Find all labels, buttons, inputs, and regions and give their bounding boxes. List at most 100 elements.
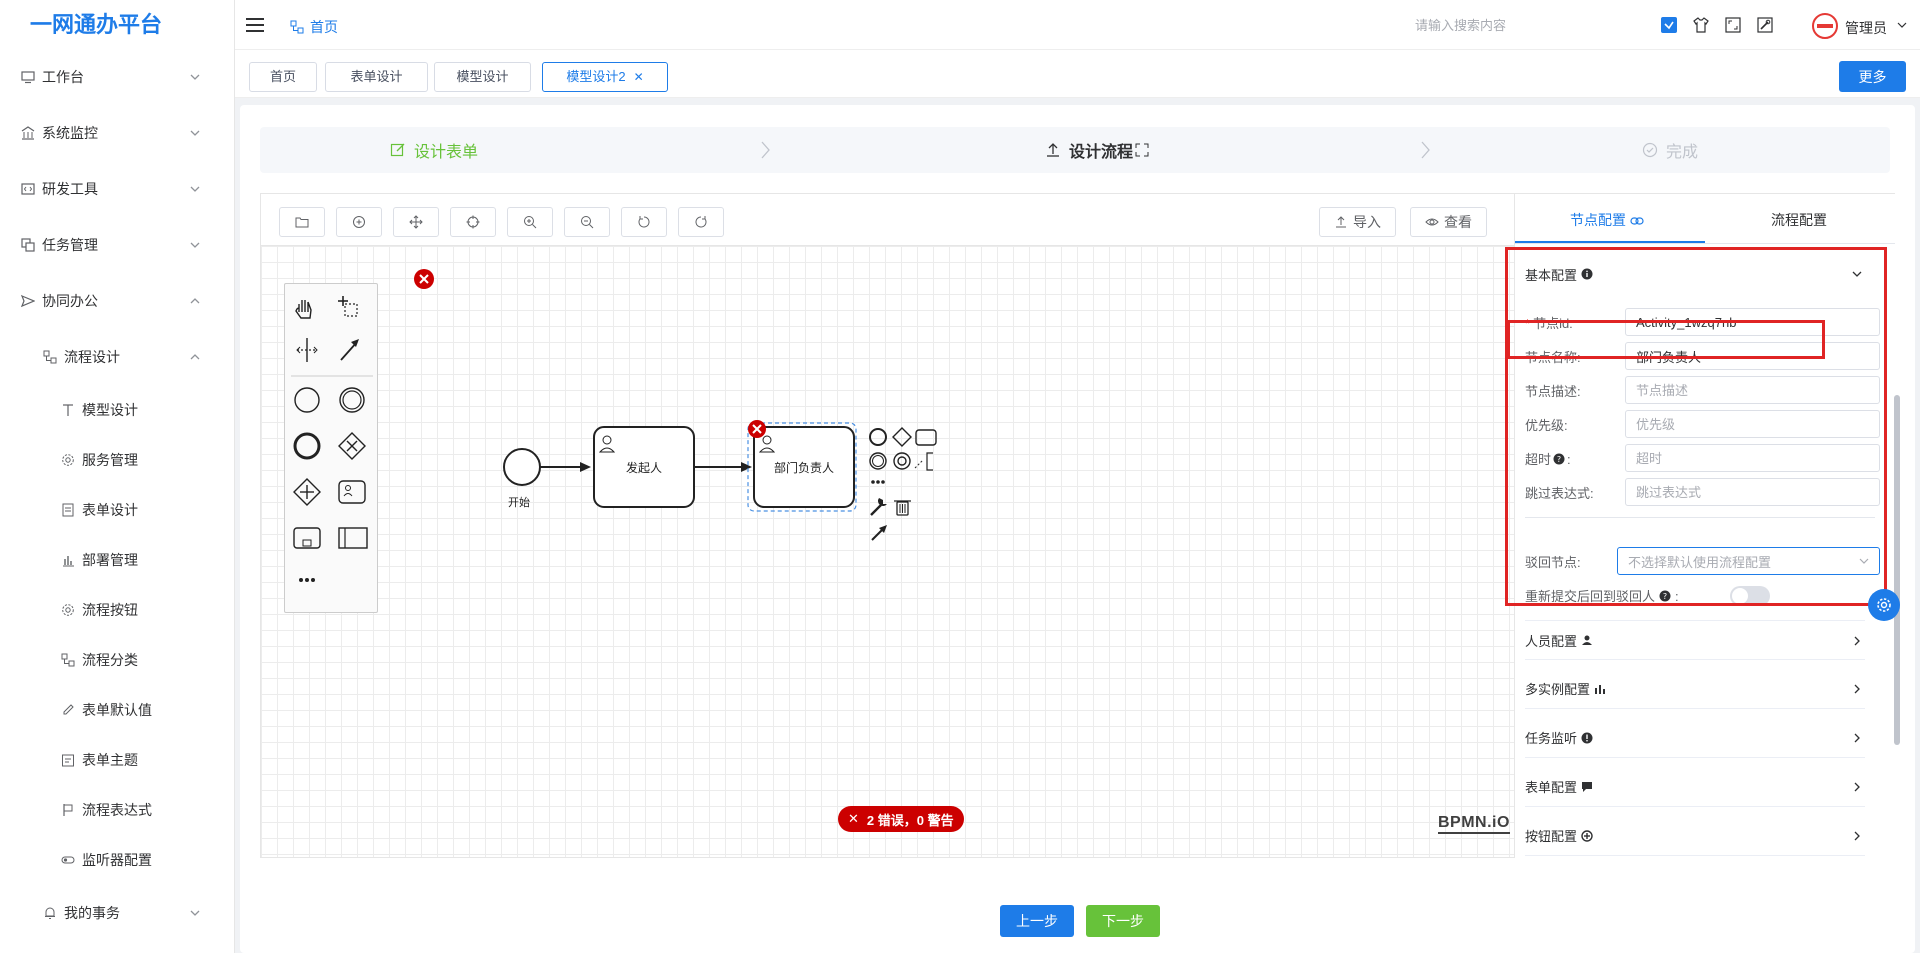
tools-icon[interactable] [1756, 16, 1774, 34]
error-marker-icon[interactable] [748, 420, 766, 438]
space-tool-icon[interactable] [296, 338, 318, 362]
node-name-label: 节点名称: [1525, 349, 1581, 365]
bpmn-io-logo[interactable]: BPMN.iO [1438, 814, 1510, 834]
sidebar-item-devtools[interactable]: 研发工具 [0, 169, 235, 209]
tag-home[interactable]: 首页 [249, 62, 317, 92]
text-annotation-icon[interactable] [914, 452, 933, 471]
reject-node-select[interactable]: 不选择默认使用流程配置 [1617, 547, 1880, 575]
tag-model-design[interactable]: 模型设计 [434, 62, 531, 92]
append-timer-icon[interactable] [893, 452, 911, 470]
close-icon[interactable]: ✕ [633, 70, 644, 84]
center-button[interactable] [450, 207, 496, 237]
sidebar-item-collab[interactable]: 协同办公 [0, 281, 235, 321]
node-id-input[interactable] [1625, 308, 1880, 336]
sidebar-item-service[interactable]: 服务管理 [0, 440, 235, 480]
hamburger-icon[interactable] [245, 15, 265, 35]
hand-tool-icon[interactable] [295, 300, 312, 319]
node-name-input[interactable] [1625, 342, 1880, 370]
checkbox-icon[interactable] [1660, 16, 1678, 34]
section-basic-config[interactable]: 基本配置 [1525, 254, 1865, 294]
move-button[interactable] [393, 207, 439, 237]
section-button-config[interactable]: 按钮配置 [1525, 816, 1865, 856]
user-name[interactable]: 管理员 [1845, 20, 1887, 36]
step-design-form[interactable]: 设计表单 [390, 127, 478, 173]
parallel-gateway-icon[interactable] [293, 478, 321, 506]
zoom-out-button[interactable] [564, 207, 610, 237]
settings-fab[interactable] [1868, 589, 1900, 621]
section-form-config[interactable]: 表单配置 [1525, 767, 1865, 807]
lasso-tool-icon[interactable] [338, 296, 358, 317]
sidebar-item-flow-category[interactable]: 流程分类 [0, 640, 235, 680]
error-badge[interactable]: ✕ 2 错误，0 警告 [838, 806, 964, 832]
bpmn-canvas[interactable]: 开始 发起人 部门负责人 ✕ 2 错误，0 警告 BPMN.iO [261, 246, 1514, 857]
import-button[interactable]: 导入 [1319, 207, 1396, 237]
sidebar-item-flow-expression[interactable]: 流程表达式 [0, 790, 235, 830]
append-gateway-icon[interactable] [892, 427, 912, 447]
next-step-button[interactable]: 下一步 [1086, 905, 1160, 937]
tag-form-design[interactable]: 表单设计 [325, 62, 428, 92]
shirt-icon[interactable] [1692, 16, 1710, 34]
sidebar-item-monitor[interactable]: 系统监控 [0, 113, 235, 153]
start-event[interactable] [503, 448, 541, 486]
connect-icon[interactable] [871, 525, 887, 541]
chevron-down-icon[interactable] [1895, 18, 1909, 35]
trash-icon[interactable] [894, 500, 911, 516]
pool-icon[interactable] [338, 527, 368, 549]
end-event-icon[interactable] [293, 432, 321, 460]
breadcrumb-home[interactable]: 首页 [310, 19, 338, 35]
task-dept-head[interactable] [753, 426, 855, 508]
sidebar-item-workbench[interactable]: 工作台 [0, 57, 235, 97]
sidebar-item-flow-design[interactable]: 流程设计 [0, 337, 235, 377]
zoom-in-button[interactable] [507, 207, 553, 237]
append-end-event-icon[interactable] [869, 428, 887, 446]
subprocess-icon[interactable] [293, 527, 321, 549]
sidebar-item-label: 流程按钮 [82, 602, 138, 618]
priority-input[interactable] [1625, 410, 1880, 438]
append-task-icon[interactable] [915, 429, 937, 446]
sidebar-item-deploy[interactable]: 部署管理 [0, 540, 235, 580]
step-finish[interactable]: 完成 [1642, 127, 1698, 173]
sidebar-item-tasks[interactable]: 任务管理 [0, 225, 235, 265]
start-event-icon[interactable] [294, 387, 320, 413]
error-marker-icon[interactable] [414, 269, 434, 289]
step-design-flow[interactable]: 设计流程 [1045, 127, 1157, 173]
breadcrumb[interactable]: 首页 [290, 17, 338, 37]
skip-expression-input[interactable] [1625, 478, 1880, 506]
connect-tool-icon[interactable] [340, 339, 359, 361]
sidebar-item-form-theme[interactable]: 表单主题 [0, 740, 235, 780]
append-intermediate-icon[interactable] [869, 452, 887, 470]
tab-flow-config[interactable]: 流程配置 [1771, 210, 1827, 230]
more-tools-icon[interactable] [299, 578, 315, 582]
zoom-fit-button[interactable] [336, 207, 382, 237]
section-multi-instance[interactable]: 多实例配置 [1525, 669, 1865, 709]
view-button[interactable]: 查看 [1410, 207, 1487, 237]
sidebar-item-listener[interactable]: 监听器配置 [0, 840, 235, 880]
sidebar-item-form-defaults[interactable]: 表单默认值 [0, 690, 235, 730]
tab-node-config[interactable]: 节点配置 [1570, 210, 1644, 230]
resubmit-toggle[interactable] [1730, 586, 1770, 606]
prev-step-button[interactable]: 上一步 [1000, 905, 1074, 937]
search-input[interactable] [1415, 12, 1665, 38]
section-people-config[interactable]: 人员配置 [1525, 620, 1865, 660]
undo-button[interactable] [621, 207, 667, 237]
tag-model-design-2[interactable]: 模型设计2✕ [542, 62, 668, 92]
sidebar-item-model-design[interactable]: 模型设计 [0, 390, 235, 430]
intermediate-event-icon[interactable] [339, 387, 365, 413]
node-desc-input[interactable] [1625, 376, 1880, 404]
exclusive-gateway-icon[interactable] [338, 432, 366, 460]
avatar[interactable] [1812, 13, 1838, 39]
section-task-listener[interactable]: 任务监听 [1525, 718, 1865, 758]
expand-icon[interactable] [1135, 143, 1149, 157]
fullscreen-icon[interactable] [1724, 16, 1742, 34]
more-icon[interactable] [871, 480, 885, 484]
wrench-icon[interactable] [870, 498, 887, 516]
sidebar-item-form-design[interactable]: 表单设计 [0, 490, 235, 530]
open-file-button[interactable] [279, 207, 325, 237]
panel-scrollbar[interactable] [1894, 395, 1900, 745]
redo-button[interactable] [678, 207, 724, 237]
timeout-input[interactable] [1625, 444, 1880, 472]
sidebar-item-my-affairs[interactable]: 我的事务 [0, 893, 235, 933]
sidebar-item-flow-buttons[interactable]: 流程按钮 [0, 590, 235, 630]
user-task-icon[interactable] [338, 480, 366, 504]
more-button[interactable]: 更多 [1839, 61, 1906, 92]
